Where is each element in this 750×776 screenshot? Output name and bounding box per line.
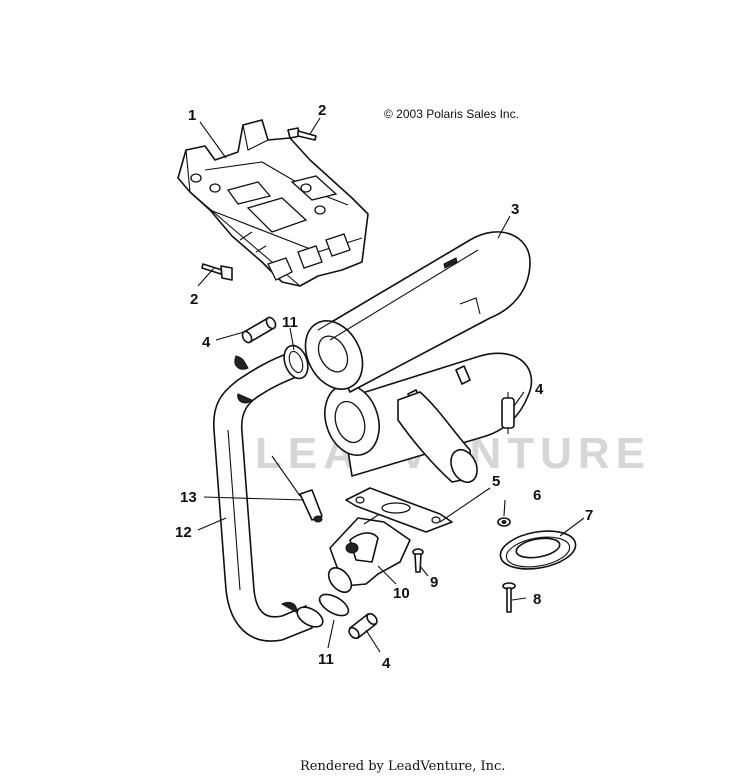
part-2-rivet-bottom [201, 263, 233, 281]
callout-10: 10 [393, 585, 410, 602]
callout-3: 3 [511, 201, 519, 218]
copyright-text: © 2003 Polaris Sales Inc. [384, 107, 519, 121]
callout-12: 12 [175, 524, 192, 541]
callout-4: 4 [535, 381, 544, 398]
callout-1: 1 [188, 107, 196, 124]
callout-11: 11 [282, 314, 298, 331]
part-1-bracket [177, 119, 369, 287]
part-10-y-pipe [327, 509, 411, 593]
callout-8: 8 [533, 591, 541, 608]
part-11-gasket-bottom [318, 593, 350, 617]
callout-2: 2 [318, 102, 326, 119]
part-2-rivet-top [287, 127, 317, 141]
callouts: 1 2 2 3 4 4 4 5 6 7 8 9 10 11 11 12 13 [175, 102, 593, 672]
part-4-spring-top [241, 316, 277, 344]
callout-11: 11 [318, 651, 334, 668]
callout-2: 2 [190, 291, 198, 308]
callout-5: 5 [492, 473, 500, 490]
callout-9: 9 [430, 574, 438, 591]
callout-13: 13 [180, 489, 197, 506]
part-11-gasket-top [283, 344, 309, 380]
part-6-washer [497, 517, 511, 527]
part-13-sensor [271, 455, 323, 523]
part-4-spring-right [501, 392, 515, 434]
callout-4: 4 [202, 334, 211, 351]
callout-6: 6 [533, 487, 541, 504]
part-3-muffler [304, 231, 533, 484]
leader-lines [197, 117, 585, 653]
part-5-gasket [345, 487, 453, 533]
part-7-grommet [499, 530, 577, 570]
part-4-spring-bottom [348, 612, 378, 640]
callout-7: 7 [585, 507, 593, 524]
callout-4: 4 [382, 655, 391, 672]
part-8-screw [502, 582, 516, 613]
footer-text: Rendered by LeadVenture, Inc. [300, 759, 505, 774]
part-9-bolt [412, 548, 424, 573]
